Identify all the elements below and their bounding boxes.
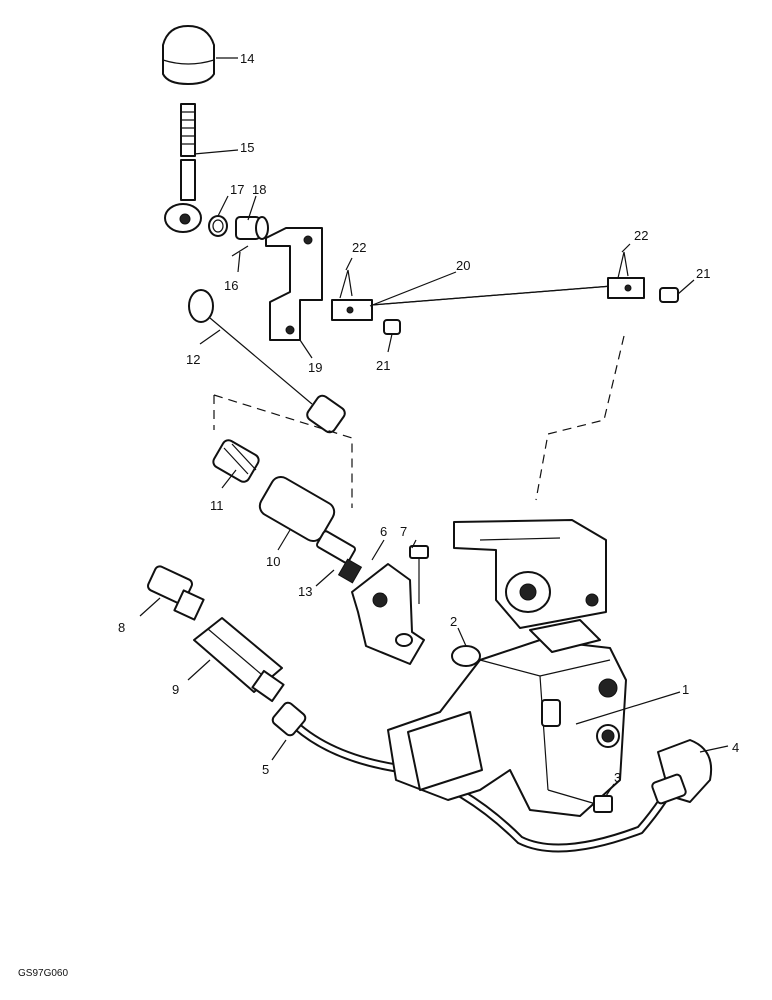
callout-14: 14 [240,51,254,66]
callout-5: 5 [262,762,269,777]
part-4-elbow [651,739,712,805]
callout-10: 10 [266,554,280,569]
part-16-pin [231,245,249,257]
callout-19: 19 [308,360,322,375]
part-13-adjuster [316,530,363,584]
callout-7: 7 [400,524,407,539]
callout-11: 11 [210,498,224,513]
dashed-guides [213,335,625,508]
callout-16: 16 [224,278,238,293]
callout-9: 9 [172,682,179,697]
part-14-knob [162,25,215,85]
part-3-bolt [547,789,613,813]
callout-20: 20 [456,258,470,273]
part-8-fitting [147,565,205,621]
callout-8: 8 [118,620,125,635]
callout-15: 15 [240,140,254,155]
callout-6: 6 [380,524,387,539]
callout-4: 4 [732,740,739,755]
callout-labels: 1 2 3 4 5 6 7 8 9 10 11 12 13 14 15 16 1… [118,51,739,785]
part-5-pipe [271,701,685,853]
reference-code: GS97G060 [18,968,68,979]
part-2-o-ring [451,645,481,667]
part-21-pin-left [383,319,401,335]
callout-21-left: 21 [376,358,390,373]
callout-2: 2 [450,614,457,629]
part-1-valve-body [387,619,627,817]
part-20-rod [331,277,645,321]
part-7-bolt [409,545,429,604]
callout-18: 18 [252,182,266,197]
valve-control-housing [453,519,607,629]
callout-1: 1 [682,682,689,697]
part-15-lever [164,103,202,233]
part-10-sleeve [258,475,336,543]
callout-21-right: 21 [696,266,710,281]
part-11-fitting [212,439,260,483]
callout-17: 17 [230,182,244,197]
leader-lines [139,57,729,797]
part-22-clip-right [617,251,629,279]
callout-22-left: 22 [352,240,366,255]
part-18-bush [235,216,269,240]
part-12-cable [188,289,346,434]
part-6-bracket [351,563,425,665]
part-9-coupler [193,617,285,703]
part-17-o-ring [208,215,228,237]
callout-13: 13 [298,584,312,599]
callout-12: 12 [186,352,200,367]
part-21-pin-right [659,287,679,303]
callout-22-right: 22 [634,228,648,243]
callout-3: 3 [614,770,621,785]
part-22-clip-left [339,269,353,299]
part-19-bracket [265,227,323,341]
